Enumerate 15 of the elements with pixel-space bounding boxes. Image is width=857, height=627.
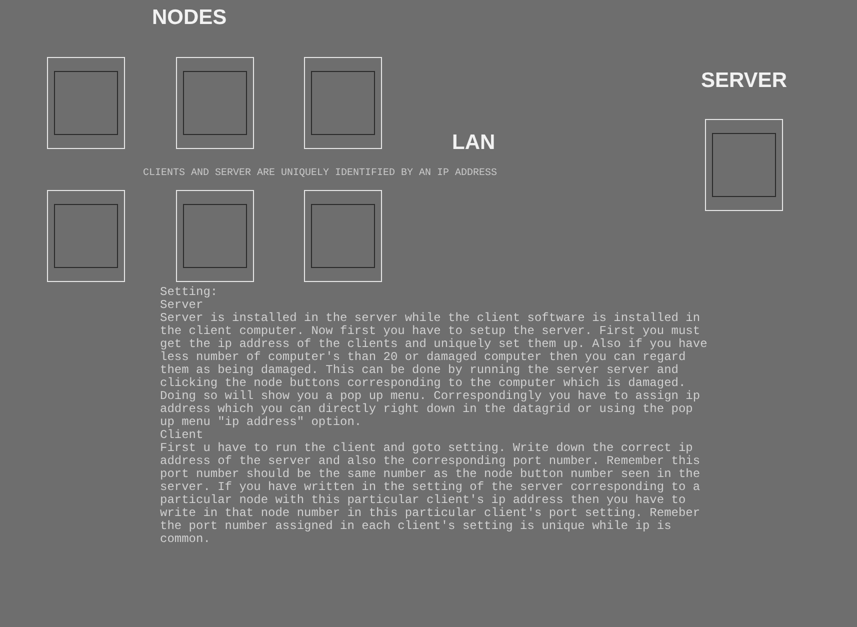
node-box (47, 57, 125, 149)
text-heading: Setting: (160, 286, 219, 299)
text-heading: Server is installed in the server while the client software is installed in the client computer. Now first you have to setup the server. First you must get the ip address of the clients and uniquely set them up. Also if you have less number of computer's than 20 or damaged computer then you can regard them as being damaged. This can be done by running the server server and clicking the node buttons corresponding to the computer which is damaged. Doing so will show you a pop up menu. Correspondingly you have to assign ip address which you can directly right down in the datagrid or using the pop up menu "ip address" option. (160, 312, 708, 429)
network-label: LAN (452, 130, 496, 156)
paragraph: Server (160, 299, 204, 312)
node-box (304, 190, 382, 282)
server-heading: SERVER (700, 68, 788, 94)
paragraph: Client (160, 429, 204, 442)
node-box (176, 190, 254, 282)
node-box (176, 57, 254, 149)
group-heading: NODES (152, 5, 227, 31)
node-box (304, 57, 382, 149)
caption-text: CLIENTS AND SERVER ARE UNIQUELY IDENTIFIED BY AN IP ADDRESS (143, 167, 498, 181)
text-heading: First u have to run the client and goto setting. Write down the correct ip address of the server and also the corresponding port number. Remember this port number should be the same number as the node button number seen in the server. If you have written in the setting of the server corresponding to a particular node with this particular client's ip address then you have to write in that node number in this particular client's port setting. Remeber the port number assigned in each client's setting is unique while ip is common. (160, 442, 702, 546)
node-box (47, 190, 125, 282)
